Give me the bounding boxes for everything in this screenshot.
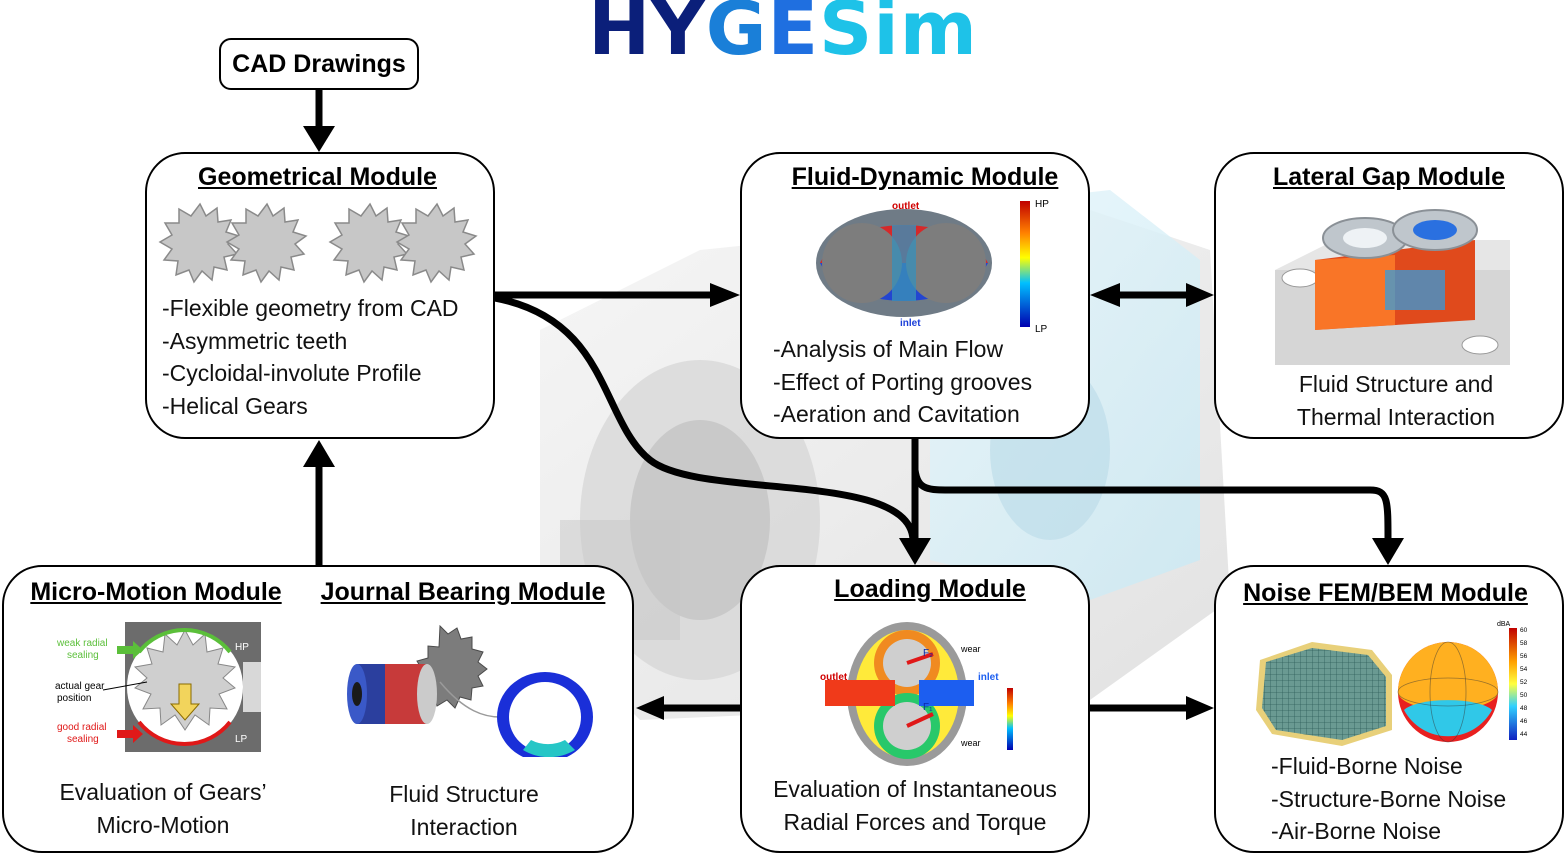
lateral-gap-caption-line: Thermal Interaction [1296,404,1496,430]
wear-bottom-label: wear [960,738,981,748]
outlet-label: outlet [892,201,920,212]
dba-tick-label: 44 [1520,731,1528,738]
journal-bearing-figure [347,624,593,757]
lateral-gap-caption-line: Fluid Structure and [1298,371,1494,397]
app-title: HYGESim [0,0,1566,66]
geometrical-feature-item: -Helical Gears [162,392,308,419]
journal-bearing-caption: Fluid Structure Interaction [316,778,612,844]
lateral-gap-module-title: Lateral Gap Module [1273,163,1505,191]
dba-tick-label: 46 [1520,718,1528,725]
title-part-hy: HY [588,0,706,72]
good-radial-label-1: good radial [57,722,106,733]
micro-motion-caption: Evaluation of Gears’ Micro-Motion [30,776,296,842]
journal-bearing-module-title: Journal Bearing Module [320,578,606,606]
noise-feature-item: -Fluid-Borne Noise [1271,753,1463,779]
actual-gear-label-1: actual gear [55,681,105,692]
title-part-g: G [705,0,768,72]
micro-motion-caption-line: Micro-Motion [96,812,230,838]
pressure-colorbar [1007,688,1013,750]
dba-unit-label: dBA [1497,621,1511,628]
loading-inlet-label: inlet [978,672,999,683]
lateral-gap-3d-figure [1275,209,1510,365]
noise-module-title: Noise FEM/BEM Module [1243,579,1528,607]
dba-tick-label: 54 [1520,666,1528,673]
noise-feature-item: -Air-Borne Noise [1271,818,1441,844]
geometrical-feature-list: -Flexible geometry from CAD -Asymmetric … [162,292,459,422]
geometrical-feature-item: -Asymmetric teeth [162,327,348,354]
dba-tick-label: 48 [1520,705,1528,712]
cad-drawings-box: CAD Drawings [219,38,419,90]
hp-label: HP [1035,199,1049,210]
fluid-feature-item: -Effect of Porting grooves [773,368,1033,395]
actual-gear-label-2: position [57,693,91,704]
loading-caption-line: Radial Forces and Torque [783,809,1047,835]
geometrical-module-title: Geometrical Module [198,163,437,191]
title-part-sim: Sim [819,0,978,72]
down-arrow-icon [169,683,201,721]
dba-colorbar [1509,628,1517,740]
dba-tick-label: 56 [1520,653,1528,660]
dba-tick-label: 50 [1520,692,1528,699]
dba-tick-label: 60 [1520,627,1528,634]
loading-module-title: Loading Module [834,575,1026,603]
fluid-dynamic-module-title: Fluid-Dynamic Module [791,163,1059,191]
force-f2-label: F₂ [923,648,933,659]
gear-icon [395,202,478,284]
inlet-label: inlet [900,318,921,329]
weak-radial-label-1: weak radial [56,638,108,649]
loading-forces-figure: F₂ F₁ outlet inlet wear wear [820,622,1013,766]
noise-fem-bem-figure: dBA 60 58 56 54 52 50 48 46 44 [1256,621,1528,746]
gear-icon [328,202,411,284]
loading-caption-line: Evaluation of Instantaneous [773,776,1057,802]
good-radial-label-2: sealing [67,734,99,745]
lp-label: LP [235,734,248,745]
gear-icon [133,628,237,731]
geometrical-module-box [145,152,495,439]
pressure-colorbar [1020,201,1030,327]
hp-label: HP [235,642,249,653]
wear-top-label: wear [960,644,981,654]
gear-icon [158,202,241,284]
fluid-feature-item: -Analysis of Main Flow [773,336,1004,362]
cad-drawings-label: CAD Drawings [232,49,406,78]
micro-motion-caption-line: Evaluation of Gears’ [59,779,267,805]
geometrical-feature-item: -Flexible geometry from CAD [162,295,459,321]
fluid-feature-list: -Analysis of Main Flow -Effect of Portin… [773,333,1032,431]
noise-feature-list: -Fluid-Borne Noise -Structure-Borne Nois… [1271,750,1506,848]
lp-label: LP [1035,324,1048,335]
lateral-gap-caption: Fluid Structure and Thermal Interaction [1214,368,1566,434]
micro-motion-module-title: Micro-Motion Module [30,578,282,606]
fluid-pressure-map-figure: outlet inlet HP LP [816,199,1049,335]
loading-caption: Evaluation of Instantaneous Radial Force… [740,773,1090,839]
geometrical-feature-item: -Cycloidal-involute Profile [162,360,422,386]
dba-tick-label: 58 [1520,640,1528,647]
micro-motion-figure: weak radial sealing actual gear position… [55,622,261,752]
gear-pair-figure [158,202,478,284]
title-part-e: E [767,0,820,72]
journal-bearing-caption-line: Fluid Structure [389,781,539,807]
gear-icon [225,202,308,284]
weak-radial-label-2: sealing [67,650,99,661]
fluid-feature-item: -Aeration and Cavitation [773,401,1020,427]
force-f1-label: F₁ [923,702,933,713]
dba-tick-label: 52 [1520,679,1528,686]
noise-feature-item: -Structure-Borne Noise [1271,785,1507,812]
journal-bearing-caption-line: Interaction [410,814,518,840]
loading-outlet-label: outlet [820,672,848,683]
